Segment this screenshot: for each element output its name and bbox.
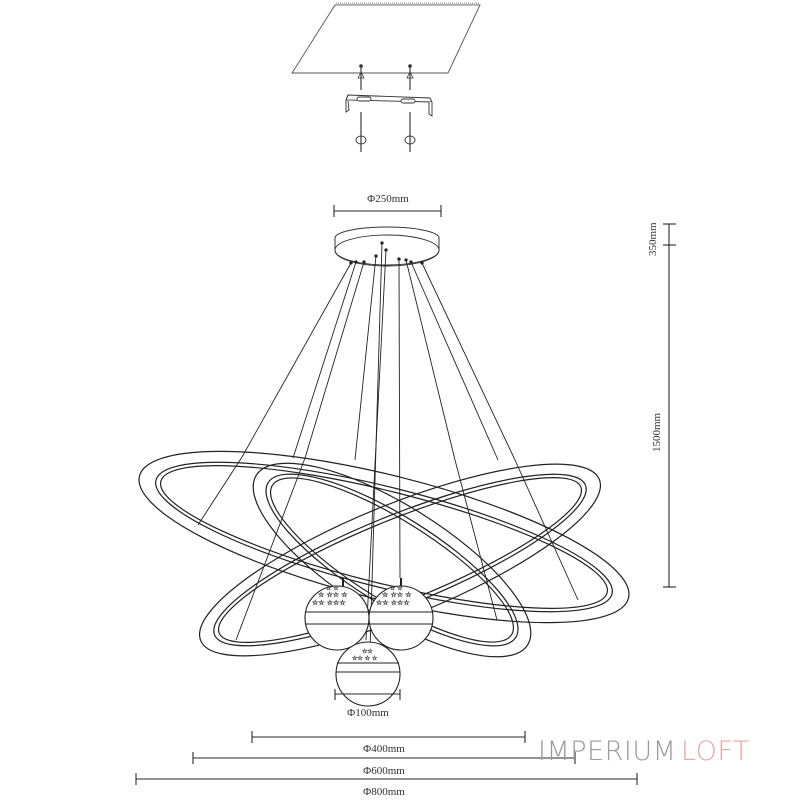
ring-400-label: Φ400mm: [363, 743, 405, 755]
globe-dimension: Φ100mm: [334, 689, 401, 719]
globe-bottom: [335, 641, 401, 707]
watermark-loft: LOFT: [681, 736, 750, 767]
ring-dimension-400: Φ400mm: [251, 731, 526, 755]
ring-dimension-800: Φ800mm: [135, 773, 638, 798]
vertical-dimension: 350mm 1500mm: [647, 222, 676, 588]
mounting-screws: [355, 112, 416, 152]
svg-text:☆ ☆☆ ☆: ☆ ☆☆ ☆: [318, 591, 348, 599]
svg-text:☆ ☆☆ ☆: ☆ ☆☆ ☆: [382, 591, 412, 599]
svg-text:☆☆: ☆☆: [362, 648, 373, 655]
canopy-dimension: Φ250mm: [333, 193, 442, 217]
canopy-height-label: 350mm: [647, 222, 659, 256]
svg-text:☆ ☆: ☆ ☆: [390, 585, 403, 592]
ring-small: [252, 462, 532, 658]
star-pattern: ☆☆ ☆☆☆ ☆ ☆☆ ☆ ☆ ☆ ☆☆ ☆☆☆ ☆ ☆☆ ☆ ☆ ☆ ☆☆ ☆…: [312, 585, 412, 662]
globes: ☆☆ ☆☆☆ ☆ ☆☆ ☆ ☆ ☆ ☆☆ ☆☆☆ ☆ ☆☆ ☆ ☆ ☆ ☆☆ ☆…: [304, 578, 434, 707]
suspension-cables: [197, 241, 579, 651]
ring-dimension-600: Φ600mm: [192, 752, 576, 777]
svg-text:☆☆ ☆☆☆: ☆☆ ☆☆☆: [376, 599, 410, 607]
canopy: [334, 226, 440, 267]
canopy-diameter-label: Φ250mm: [367, 193, 409, 205]
drop-height-label: 1500mm: [651, 412, 663, 452]
watermark: IMPERIUM LOFT: [538, 736, 750, 767]
mounting-bracket: [345, 94, 433, 117]
ceiling-plate: [291, 2, 481, 74]
globe-right: [368, 578, 434, 651]
svg-text:☆☆ ☆ ☆: ☆☆ ☆ ☆: [352, 655, 377, 662]
svg-text:☆ ☆: ☆ ☆: [326, 585, 339, 592]
globe-diameter-label: Φ100mm: [347, 707, 389, 719]
wall-anchors: [357, 64, 414, 90]
svg-text:☆☆ ☆☆☆: ☆☆ ☆☆☆: [312, 599, 346, 607]
watermark-imperium: IMPERIUM: [538, 736, 676, 767]
ring-600-label: Φ600mm: [363, 765, 405, 777]
ring-800-label: Φ800mm: [363, 786, 405, 798]
